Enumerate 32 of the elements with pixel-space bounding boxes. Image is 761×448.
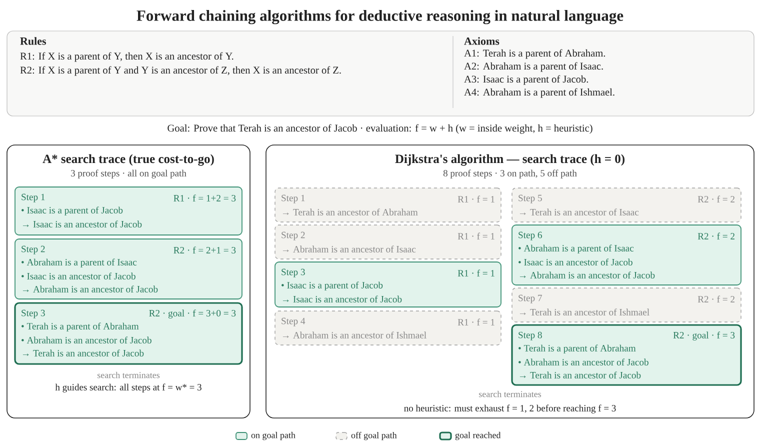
panel-title: A* search trace (true cost-to-go) <box>42 154 214 166</box>
step-box: Step 6 R2 · f = 2 • Abraham is a parent of Isaac • Isaac is an ancestor of Jacob → Abraham is an ancestor of Jacob <box>512 224 742 286</box>
section-heading: Axioms <box>464 37 500 45</box>
status-text: search terminates <box>98 372 160 378</box>
summary-text: h guides search: all steps at f = w* = 3 <box>55 384 202 392</box>
axiom-text: A1: Terah is a parent of Abraham. <box>464 49 606 59</box>
step-box: Step 2 R1 · f = 1 → Abraham is an ancestor of Isaac <box>274 224 502 260</box>
axiom-text: A2: Abraham is a parent of Isaac. <box>464 62 603 72</box>
rules-panel <box>6 30 754 116</box>
legend-label: off goal path <box>351 432 397 440</box>
step-box: Step 3 R2 · goal · f = 3+0 = 3 • Terah is a parent of Abraham • Abraham is an ancestor of Jacob → Terah is an ancestor of Jacob <box>14 302 243 365</box>
legend-label: goal reached <box>455 432 501 440</box>
legend-label: on goal path <box>251 432 296 440</box>
step-box: Step 1 R1 · f = 1+2 = 3 • Isaac is a parent of Jacob → Isaac is an ancestor of Jacob <box>14 186 242 236</box>
step-box: Step 4 R1 · f = 1 → Abraham is an ancestor of Ishmael <box>274 310 502 346</box>
step-box: Step 3 R1 · f = 1 • Isaac is a parent of Jacob → Isaac is an ancestor of Jacob <box>274 262 502 308</box>
section-heading: Rules <box>20 37 46 45</box>
panel-title: Dijkstra's algorithm — search trace (h = 0) <box>395 154 624 166</box>
axiom-text: A4: Abraham is a parent of Ishmael. <box>464 88 614 98</box>
step-box: Step 1 R1 · f = 1 → Terah is an ancestor of Abraham <box>274 188 502 222</box>
rule-text: R2: If X is a parent of Y and Y is an ancestor of Z, then X is an ancestor of Z. <box>20 66 341 76</box>
step-box: Step 8 R2 · goal · f = 3 • Terah is a parent of Abraham • Abraham is an ancestor of Jacob → Terah is an ancestor of Jacob <box>511 324 742 386</box>
step-box: Step 2 R2 · f = 2+1 = 3 • Abraham is a parent of Isaac • Isaac is an ancestor of Jacob → Abraham is an ancestor of Jacob <box>14 238 242 300</box>
rule-text: R1: If X is a parent of Y, then X is an ancestor of Y. <box>20 52 234 62</box>
status-text: search terminates <box>479 390 542 398</box>
panel-subtitle: 8 proof steps · 3 on path, 5 off path <box>443 170 577 178</box>
step-box: Step 5 R2 · f = 2 → Terah is an ancestor of Isaac <box>512 188 742 222</box>
step-box: Step 7 R2 · f = 2 → Terah is an ancestor of Ishmael <box>512 288 742 322</box>
title: Forward chaining algorithms for deductive reasoning in natural language <box>136 10 624 24</box>
axiom-text: A3: Isaac is a parent of Jacob. <box>464 75 588 85</box>
summary-text: no heuristic: must exhaust f = 1, 2 before reaching f = 3 <box>404 404 616 414</box>
panel-subtitle: 3 proof steps · all on goal path <box>71 170 186 178</box>
